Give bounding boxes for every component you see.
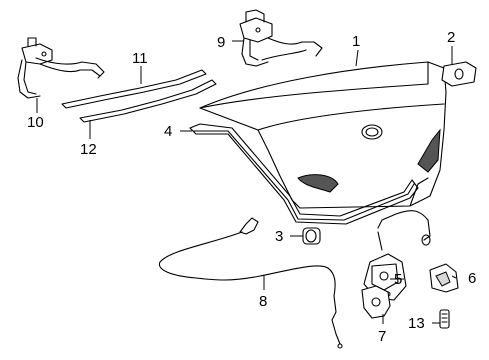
clip-part[interactable] [439,309,450,329]
callout-6: 6 [468,270,476,287]
callout-13: 13 [408,315,425,332]
trunk-lid-part[interactable] [199,61,447,209]
bumper-part[interactable] [441,61,477,87]
callout-5: 5 [394,271,402,288]
striker-part[interactable] [429,263,459,293]
striker-bracket-part[interactable] [361,285,391,319]
weatherstrip-part[interactable] [189,123,419,225]
right-hinge-part[interactable] [239,9,323,67]
callout-12: 12 [80,141,97,158]
release-cable-part[interactable] [158,217,343,349]
callout-8: 8 [259,293,267,310]
leader-lines [36,40,457,324]
torsion-rod-part[interactable] [61,69,217,123]
callout-4: 4 [164,123,172,140]
callout-10: 10 [27,114,44,131]
callout-11: 11 [132,50,148,67]
callout-3: 3 [275,228,283,245]
callout-2: 2 [447,29,455,46]
callout-9: 9 [217,34,225,51]
callout-numbers: 1 2 3 4 5 6 7 8 9 10 11 12 13 [27,29,476,345]
callout-1: 1 [352,33,360,50]
left-hinge-part[interactable] [17,37,105,99]
callout-7: 7 [378,328,386,345]
cushion-part[interactable] [302,227,321,245]
